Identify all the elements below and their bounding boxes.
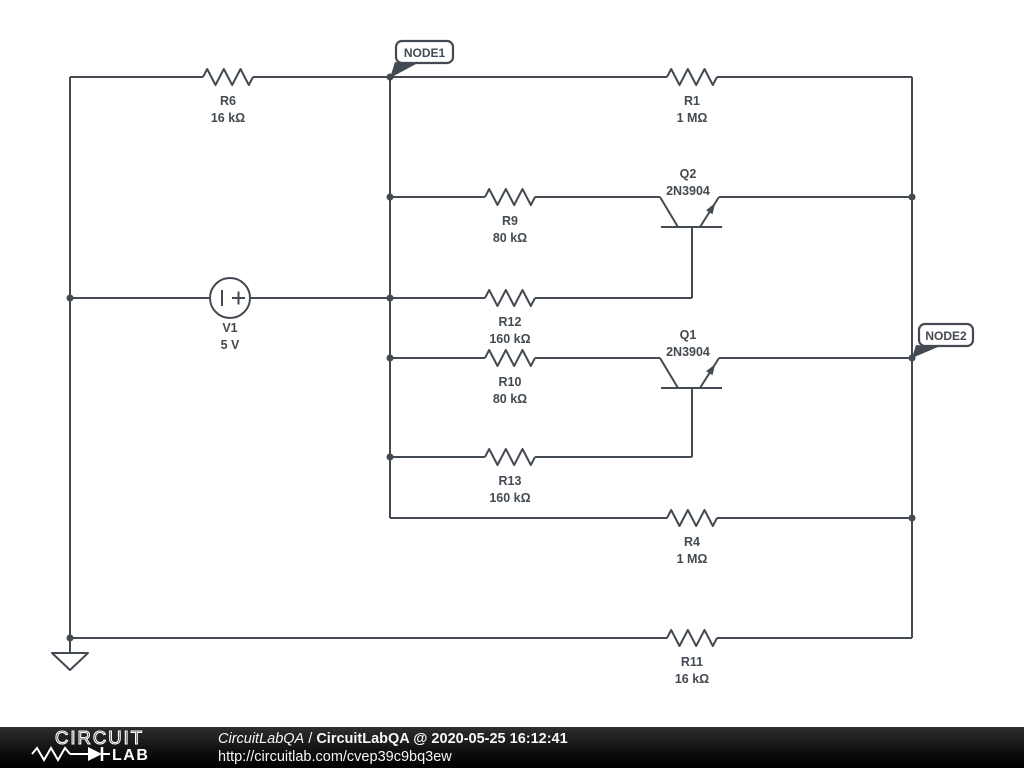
resistor-symbol xyxy=(202,68,254,86)
component-ref: R10 xyxy=(499,375,522,389)
junction-dot xyxy=(908,514,916,522)
plus-terminal-icon xyxy=(232,291,245,305)
junction-dot xyxy=(386,354,394,362)
resistor-symbol xyxy=(484,349,536,367)
resistor-symbol xyxy=(484,448,536,466)
component-value: 2N3904 xyxy=(666,184,710,198)
resistor-symbol xyxy=(666,68,718,86)
junction-dot xyxy=(66,294,74,302)
component-value: 16 kΩ xyxy=(211,111,245,125)
circuitlab-logo: CIRCUIT LAB xyxy=(31,728,149,764)
logo-word-circuit: CIRCUIT xyxy=(55,728,144,748)
component-value: 1 MΩ xyxy=(677,111,708,125)
component-ref: R9 xyxy=(502,214,518,228)
component-value: 16 kΩ xyxy=(675,672,709,686)
junction-dot xyxy=(908,193,916,201)
footer-author: CircuitLabQA xyxy=(218,731,305,747)
wires xyxy=(69,76,913,653)
npn-symbol xyxy=(659,357,723,389)
footer-url: http://circuitlab.com/cvep39c9bq3ew xyxy=(218,749,452,765)
npn-symbol xyxy=(659,196,723,228)
resistor-symbol xyxy=(484,289,536,307)
resistor-symbol xyxy=(666,509,718,527)
callout-box xyxy=(917,322,975,348)
logo-resistor-icon xyxy=(31,746,71,762)
callout-box xyxy=(394,39,455,65)
footer-bar: CIRCUIT LAB CircuitLabQA / CircuitLabQA … xyxy=(0,727,1024,768)
logo-diode-icon xyxy=(88,747,102,761)
junction-dot xyxy=(386,294,394,302)
resistor-R10[interactable]: R10 80 kΩ xyxy=(484,349,536,406)
component-value: 80 kΩ xyxy=(493,231,527,245)
component-value: 5 V xyxy=(221,338,240,352)
source-symbol xyxy=(209,277,251,319)
component-value: 1 MΩ xyxy=(677,552,708,566)
transistor-Q2[interactable]: Q2 2N3904 xyxy=(659,167,723,228)
resistor-R9[interactable]: R9 80 kΩ xyxy=(484,188,536,245)
component-value: 80 kΩ xyxy=(493,392,527,406)
resistor-R1[interactable]: R1 1 MΩ xyxy=(666,68,718,125)
node-label-NODE1[interactable]: NODE1 xyxy=(390,39,455,78)
resistor-symbol xyxy=(484,188,536,206)
circuit-schematic: R6 16 kΩ R1 1 MΩ R9 80 kΩ R12 160 kΩ R10… xyxy=(51,39,975,686)
transistor-Q1[interactable]: Q1 2N3904 xyxy=(659,328,723,389)
node-label-NODE2[interactable]: NODE2 xyxy=(912,322,975,358)
component-value: 160 kΩ xyxy=(489,332,530,346)
junction-dot xyxy=(386,453,394,461)
junction-dots xyxy=(66,73,916,642)
resistor-R6[interactable]: R6 16 kΩ xyxy=(202,68,254,125)
component-ref: Q1 xyxy=(680,328,697,342)
callout-pointer xyxy=(390,62,416,78)
component-value: 160 kΩ xyxy=(489,491,530,505)
callout-pointer xyxy=(912,345,938,358)
footer-title: CircuitLabQA @ 2020-05-25 16:12:41 xyxy=(316,731,568,747)
component-ref: R4 xyxy=(684,535,700,549)
footer-title-line: CircuitLabQA / CircuitLabQA @ 2020-05-25… xyxy=(218,730,568,748)
footer-separator: / xyxy=(304,731,317,747)
junction-dot xyxy=(386,193,394,201)
component-ref: R11 xyxy=(681,655,703,669)
resistor-R12[interactable]: R12 160 kΩ xyxy=(484,289,536,346)
junction-dot xyxy=(66,634,74,642)
component-ref: V1 xyxy=(222,321,237,335)
footer-text: CircuitLabQA / CircuitLabQA @ 2020-05-25… xyxy=(218,730,568,766)
voltage-source-V1[interactable]: V1 5 V xyxy=(209,277,251,352)
component-value: 2N3904 xyxy=(666,345,710,359)
component-ref: R1 xyxy=(684,94,700,108)
resistor-symbol xyxy=(666,629,718,647)
component-ref: R13 xyxy=(499,474,522,488)
resistor-R4[interactable]: R4 1 MΩ xyxy=(666,509,718,566)
ground-icon xyxy=(51,652,89,671)
component-ref: R6 xyxy=(220,94,236,108)
resistor-R11[interactable]: R11 16 kΩ xyxy=(666,629,718,686)
component-ref: R12 xyxy=(499,315,522,329)
logo-word-lab: LAB xyxy=(112,747,149,764)
node-label-text: NODE2 xyxy=(925,329,967,343)
resistor-R13[interactable]: R13 160 kΩ xyxy=(484,448,536,505)
component-ref: Q2 xyxy=(680,167,697,181)
node-label-text: NODE1 xyxy=(404,46,446,60)
